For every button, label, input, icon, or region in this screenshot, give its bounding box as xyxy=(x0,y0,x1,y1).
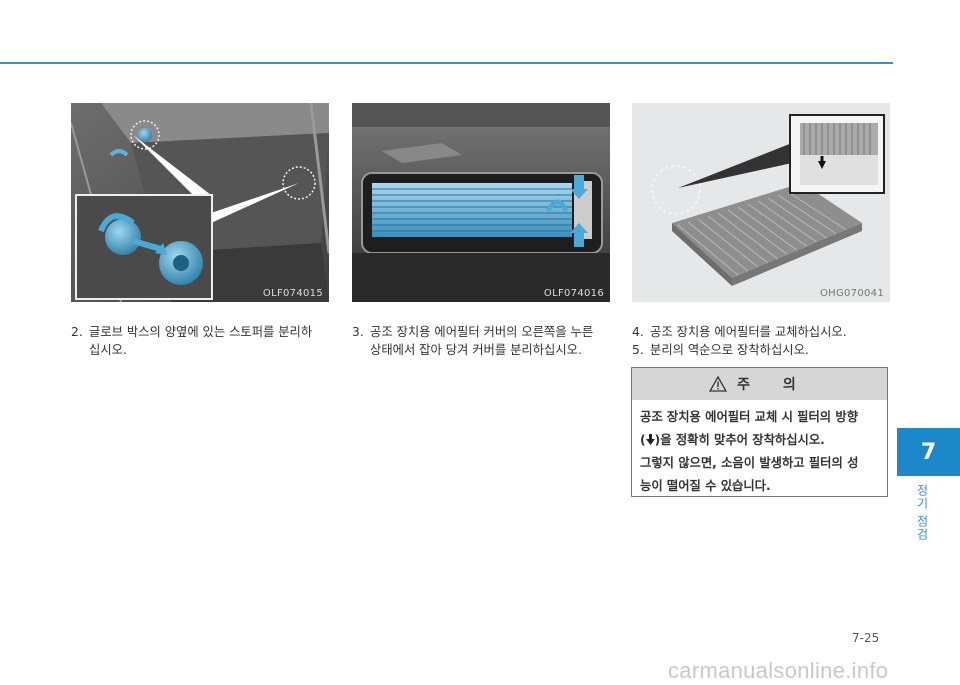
step-2: 2. 글로브 박스의 양옆에 있는 스토퍼를 분리하 십시오. xyxy=(71,323,333,359)
watermark: carmanualsonline.info xyxy=(668,658,889,683)
caution-line2: ( )을 정확히 맞추어 장착하십시오. xyxy=(640,429,879,452)
chapter-tab: 7 xyxy=(897,428,960,476)
step-number: 4. xyxy=(632,325,644,339)
step-text-line1: 공조 장치용 에어필터 커버의 오른쪽을 누른 xyxy=(370,325,594,339)
caution-line2-pre: ( xyxy=(640,433,646,447)
step-number: 2. xyxy=(71,325,83,339)
caution-title: 주 의 xyxy=(737,377,810,393)
warning-icon xyxy=(709,376,728,392)
step-4: 4. 공조 장치용 에어필터를 교체하십시오. xyxy=(632,323,894,341)
caution-line1: 공조 장치용 에어필터 교체 시 필터의 방향 xyxy=(640,410,859,424)
figure-filter-cover: OLF074016 xyxy=(352,103,610,302)
caution-line4: 능이 떨어질 수 있습니다. xyxy=(640,479,771,493)
step-number: 3. xyxy=(352,325,364,339)
caution-header: 주 의 xyxy=(632,368,887,400)
caution-line3: 그렇지 않으면, 소음이 발생하고 필터의 성 xyxy=(640,456,859,470)
arrow-down-icon xyxy=(645,434,655,445)
caution-text: 공조 장치용 에어필터 교체 시 필터의 방향 ( )을 정확히 맞추어 장착하십… xyxy=(632,400,887,504)
chapter-label: 정기 점검 xyxy=(915,484,929,541)
step-text-line1: 글로브 박스의 양옆에 있는 스토퍼를 분리하 xyxy=(89,325,313,339)
step-text-line2: 십시오. xyxy=(89,343,127,357)
page-number: 7-25 xyxy=(852,631,880,645)
step-text-line1: 공조 장치용 에어필터를 교체하십시오. xyxy=(650,325,847,339)
caution-line2-post: )을 정확히 맞추어 장착하십시오. xyxy=(654,433,825,447)
step-text-line1: 분리의 역순으로 장착하십시오. xyxy=(650,343,809,357)
step-5: 5. 분리의 역순으로 장착하십시오. xyxy=(632,341,894,359)
step-3: 3. 공조 장치용 에어필터 커버의 오른쪽을 누른 상태에서 잡아 당겨 커버… xyxy=(352,323,614,359)
figure-air-filter: OHG070041 xyxy=(632,103,890,302)
step-text-line2: 상태에서 잡아 당겨 커버를 분리하십시오. xyxy=(370,343,582,357)
top-rule xyxy=(0,62,893,64)
step-number: 5. xyxy=(632,343,644,357)
caution-box: 주 의 공조 장치용 에어필터 교체 시 필터의 방향 ( )을 정확히 맞추어 … xyxy=(631,367,888,497)
figure-code: OLF074016 xyxy=(543,288,604,299)
figure-glovebox-stopper: OLF074015 xyxy=(71,103,329,302)
figure-code: OLF074015 xyxy=(262,288,323,299)
figure-code: OHG070041 xyxy=(819,288,884,299)
